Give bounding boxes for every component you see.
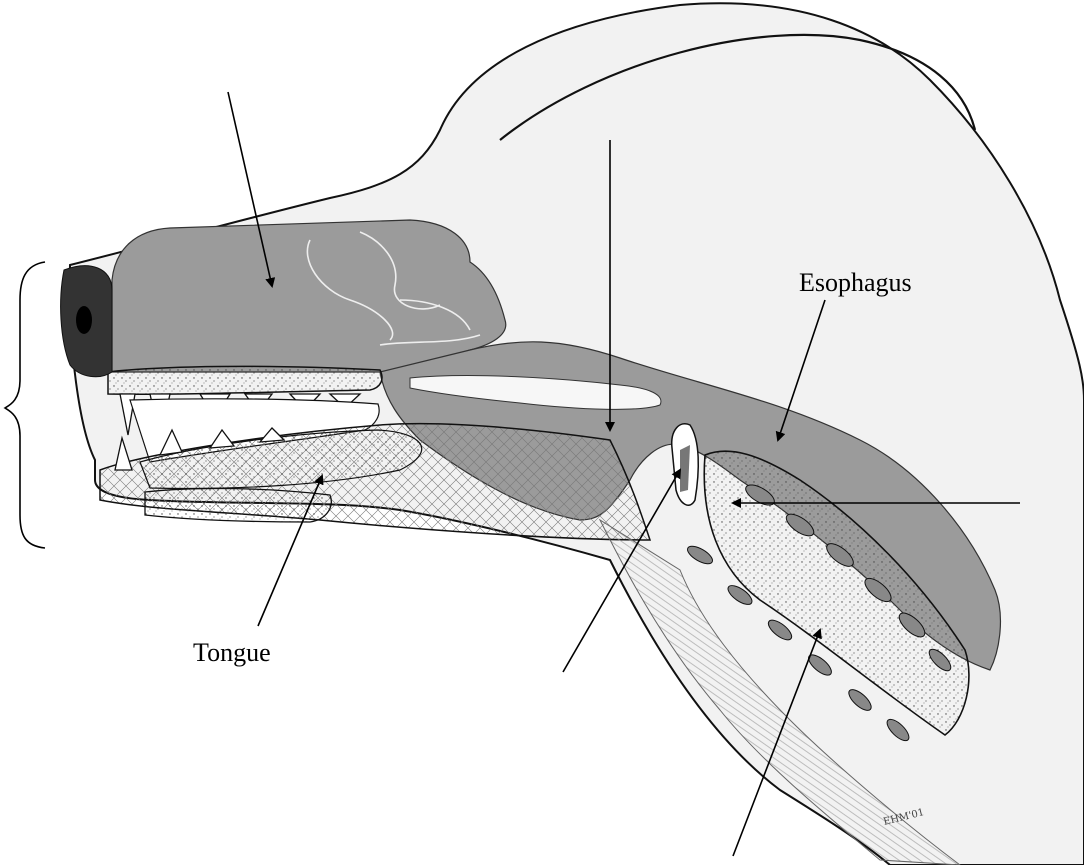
upper-jaw xyxy=(108,366,382,394)
label-tongue: Tongue xyxy=(193,638,271,668)
nose xyxy=(61,266,112,377)
head-brace xyxy=(5,262,45,548)
mandible xyxy=(145,488,331,522)
label-esophagus: Esophagus xyxy=(799,268,912,298)
